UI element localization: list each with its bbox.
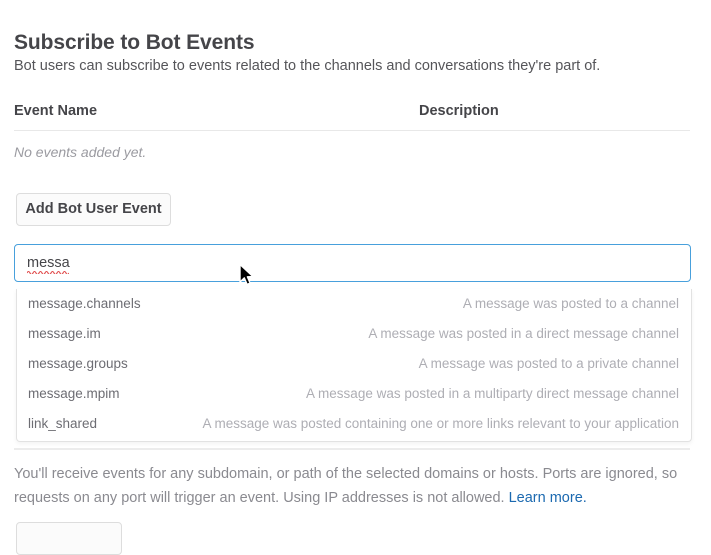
suggestion-name: link_shared: [28, 416, 98, 431]
suggestion-name: message.channels: [28, 296, 141, 311]
events-empty-message: No events added yet.: [14, 144, 147, 160]
column-header-description: Description: [419, 103, 499, 119]
add-bot-user-event-button[interactable]: Add Bot User Event: [16, 193, 171, 226]
page-subtitle: Bot users can subscribe to events relate…: [14, 58, 601, 74]
suggestion-option[interactable]: message.groups A message was posted to a…: [17, 349, 691, 379]
event-suggestions-dropdown[interactable]: message.channels A message was posted to…: [16, 289, 692, 442]
suggestion-description: A message was posted to a private channe…: [418, 356, 679, 371]
suggestion-option[interactable]: message.mpim A message was posted in a m…: [17, 379, 691, 409]
column-header-event-name: Event Name: [14, 103, 98, 119]
domains-help-text: You'll receive events for any subdomain,…: [14, 462, 690, 510]
suggestion-option[interactable]: message.channels A message was posted to…: [17, 289, 691, 319]
suggestion-option[interactable]: message.im A message was posted in a dir…: [17, 319, 691, 349]
bot-events-page: Subscribe to Bot Events Bot users can su…: [14, 31, 692, 555]
suggestion-description: A message was posted in a multiparty dir…: [306, 386, 679, 401]
suggestion-name: message.im: [28, 326, 101, 341]
suggestion-description: A message was posted in a direct message…: [368, 326, 679, 341]
suggestion-name: message.mpim: [28, 386, 120, 401]
section-divider: [14, 448, 690, 450]
bottom-partial-button[interactable]: [16, 522, 122, 555]
events-table-header: Event Name Description: [14, 103, 690, 123]
page-title: Subscribe to Bot Events: [14, 31, 255, 55]
learn-more-link[interactable]: Learn more.: [508, 490, 587, 506]
help-text-body: You'll receive events for any subdomain,…: [14, 466, 678, 506]
event-search-input[interactable]: [14, 244, 691, 282]
suggestion-description: A message was posted containing one or m…: [202, 416, 679, 431]
suggestion-option[interactable]: link_shared A message was posted contain…: [17, 409, 691, 439]
suggestion-name: message.groups: [28, 356, 128, 371]
suggestion-description: A message was posted to a channel: [462, 296, 679, 311]
table-header-divider: [14, 130, 690, 131]
